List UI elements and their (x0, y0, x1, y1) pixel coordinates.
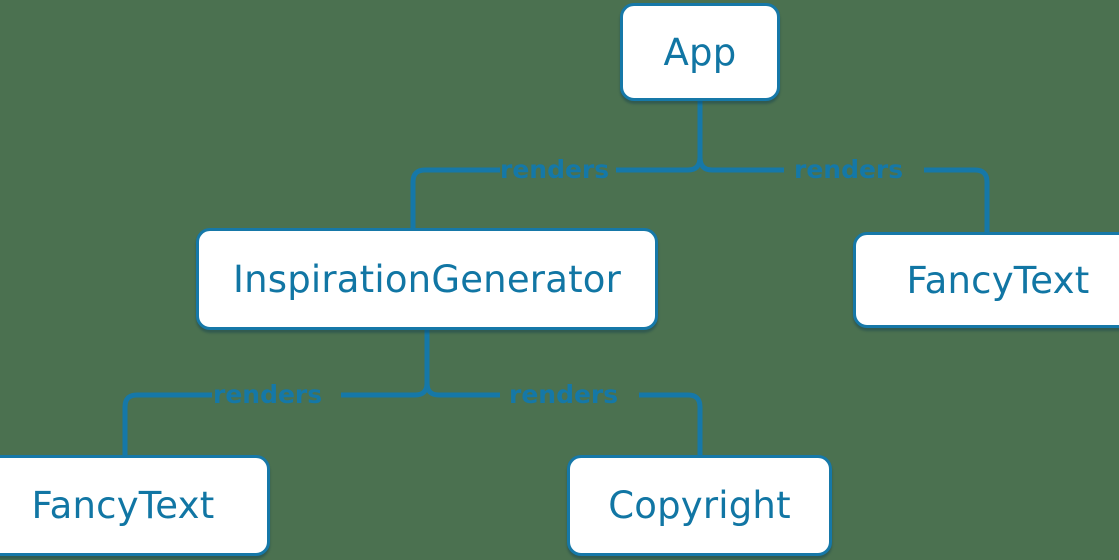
edge-inspirationgenerator-to-copyright (424, 382, 703, 455)
edge-label-inspirationgenerator-to-fancytext: renders (213, 380, 323, 409)
node-copyright[interactable]: Copyright (567, 455, 832, 556)
node-app[interactable]: App (620, 3, 780, 101)
node-fancytext-bottom-label: FancyText (31, 484, 215, 527)
node-fancytext-bottom[interactable]: FancyText (0, 455, 270, 556)
edge-label-inspirationgenerator-to-copyright: renders (509, 380, 619, 409)
edge-app-to-fancytext (697, 156, 990, 232)
node-app-label: App (663, 30, 737, 74)
node-copyright-label: Copyright (608, 484, 791, 527)
node-inspirationgenerator-label: InspirationGenerator (232, 257, 622, 301)
node-fancytext-right-label: FancyText (906, 258, 1090, 302)
node-inspirationgenerator[interactable]: InspirationGenerator (196, 228, 658, 330)
edge-label-app-to-fancytext: renders (794, 155, 904, 184)
edge-label-app-to-inspirationgenerator: renders (500, 155, 610, 184)
node-fancytext-right[interactable]: FancyText (853, 232, 1119, 328)
